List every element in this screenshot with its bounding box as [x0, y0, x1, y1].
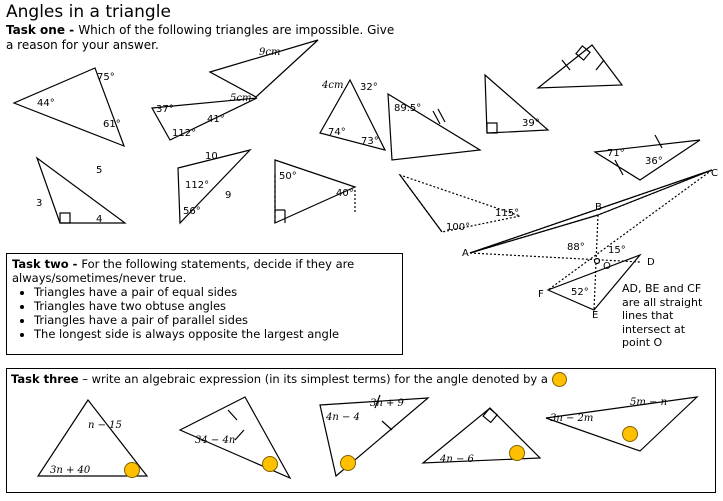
label: B	[595, 202, 602, 213]
task-two-box: Task two - For the following statements,…	[6, 253, 403, 355]
note-line: intersect at	[622, 322, 686, 336]
label: 39°	[522, 118, 540, 129]
label: 10	[205, 151, 218, 162]
t3-triangle-b	[178, 396, 292, 480]
label: 3	[36, 198, 43, 209]
task-three-box: Task three – write an algebraic expressi…	[6, 368, 716, 493]
label: 41°	[207, 114, 225, 125]
label: 5cm	[230, 93, 252, 104]
label: 9cm	[259, 47, 281, 58]
label: 50°	[279, 171, 297, 182]
marker-e	[622, 426, 638, 442]
note-line: are all straight	[622, 295, 703, 309]
triangle-32-74-73	[319, 78, 387, 151]
triangle-89-5	[387, 92, 482, 161]
label: 75°	[97, 72, 115, 83]
task-three-heading: Task three	[11, 372, 79, 386]
label: 115°	[495, 208, 520, 219]
label: 74°	[328, 127, 346, 138]
note-text: AD, BE and CF are all straight lines tha…	[622, 282, 702, 350]
point-o	[593, 257, 601, 265]
label: 5m − n	[630, 397, 668, 408]
label: 34 − 4n	[195, 435, 236, 446]
label: 37°	[156, 104, 174, 115]
triangle-100-115	[398, 173, 523, 233]
label: 4n − 6	[440, 454, 474, 465]
task-two-list: Triangles have a pair of equal sides Tri…	[12, 285, 397, 341]
task-one-line2: a reason for your answer.	[6, 38, 159, 52]
label: 52°	[571, 287, 589, 298]
label: 3n − 2m	[550, 413, 594, 424]
label: 112°	[185, 180, 210, 191]
triangle-37-41-112	[151, 97, 258, 141]
t3-triangle-e	[545, 396, 699, 452]
note-line: point O	[622, 336, 663, 349]
triangle-39	[484, 73, 550, 134]
task-three-text: – write an algebraic expression (in its …	[78, 372, 548, 386]
list-item: Triangles have a pair of equal sides	[34, 285, 397, 299]
task-two-line2: always/sometimes/never true.	[12, 271, 187, 285]
label: O	[603, 261, 611, 272]
label: C	[711, 168, 718, 179]
marker-a	[124, 462, 140, 478]
task-two-heading: Task two -	[12, 257, 82, 271]
task-one-heading: Task one -	[6, 23, 79, 37]
label: 36°	[645, 156, 663, 167]
list-item: Triangles have two obtuse angles	[34, 299, 397, 313]
label: 4n − 4	[326, 412, 360, 423]
label: n − 15	[88, 420, 122, 431]
label: 4cm	[322, 80, 344, 91]
task-two-line1: For the following statements, decide if …	[81, 257, 355, 271]
label: 89.5°	[394, 103, 422, 114]
triangle-9cm-4cm	[208, 39, 319, 98]
task-three-intro: Task three – write an algebraic expressi…	[11, 372, 567, 387]
label: 40°	[336, 188, 354, 199]
triangle-right-isosceles	[536, 44, 624, 89]
label: D	[647, 257, 655, 268]
t3-triangle-d	[421, 407, 542, 464]
list-item: The longest side is always opposite the …	[34, 327, 397, 341]
label: 32°	[360, 82, 378, 93]
t3-triangle-a	[36, 398, 149, 477]
t3-triangle-c	[319, 397, 430, 478]
marker-key-icon	[551, 372, 567, 387]
label: 44°	[37, 98, 55, 109]
label: 4	[96, 214, 103, 225]
label: F	[538, 289, 544, 300]
note-line: AD, BE and CF	[622, 282, 702, 295]
triangle-FED	[546, 253, 642, 311]
label: 3n + 9	[370, 398, 404, 409]
task-one-line1: Which of the following triangles are imp…	[78, 23, 395, 37]
label: A	[462, 248, 469, 259]
label: 5	[96, 165, 103, 176]
triangle-10-9	[177, 148, 252, 225]
label: 56°	[183, 206, 201, 217]
label: 9	[225, 190, 232, 201]
page-title: Angles in a triangle	[6, 2, 171, 22]
marker-c	[340, 455, 356, 471]
triangle-3-4-5	[35, 156, 127, 224]
label: 100°	[446, 222, 471, 233]
triangle-75-44-61	[12, 67, 126, 148]
label: 112°	[172, 128, 197, 139]
list-item: Triangles have a pair of parallel sides	[34, 313, 397, 327]
label: 3n + 40	[50, 465, 91, 476]
label: 61°	[103, 119, 121, 130]
marker-d	[509, 445, 525, 461]
marker-b	[262, 456, 278, 472]
label: E	[592, 310, 599, 321]
label: 88°	[567, 242, 585, 253]
note-line: lines that	[622, 309, 674, 322]
label: 71°	[607, 148, 625, 159]
label: 73°	[361, 136, 379, 147]
label: 15°	[608, 245, 626, 256]
task-one-text: Task one - Which of the following triang…	[6, 23, 394, 53]
triangle-71-36	[593, 139, 701, 181]
